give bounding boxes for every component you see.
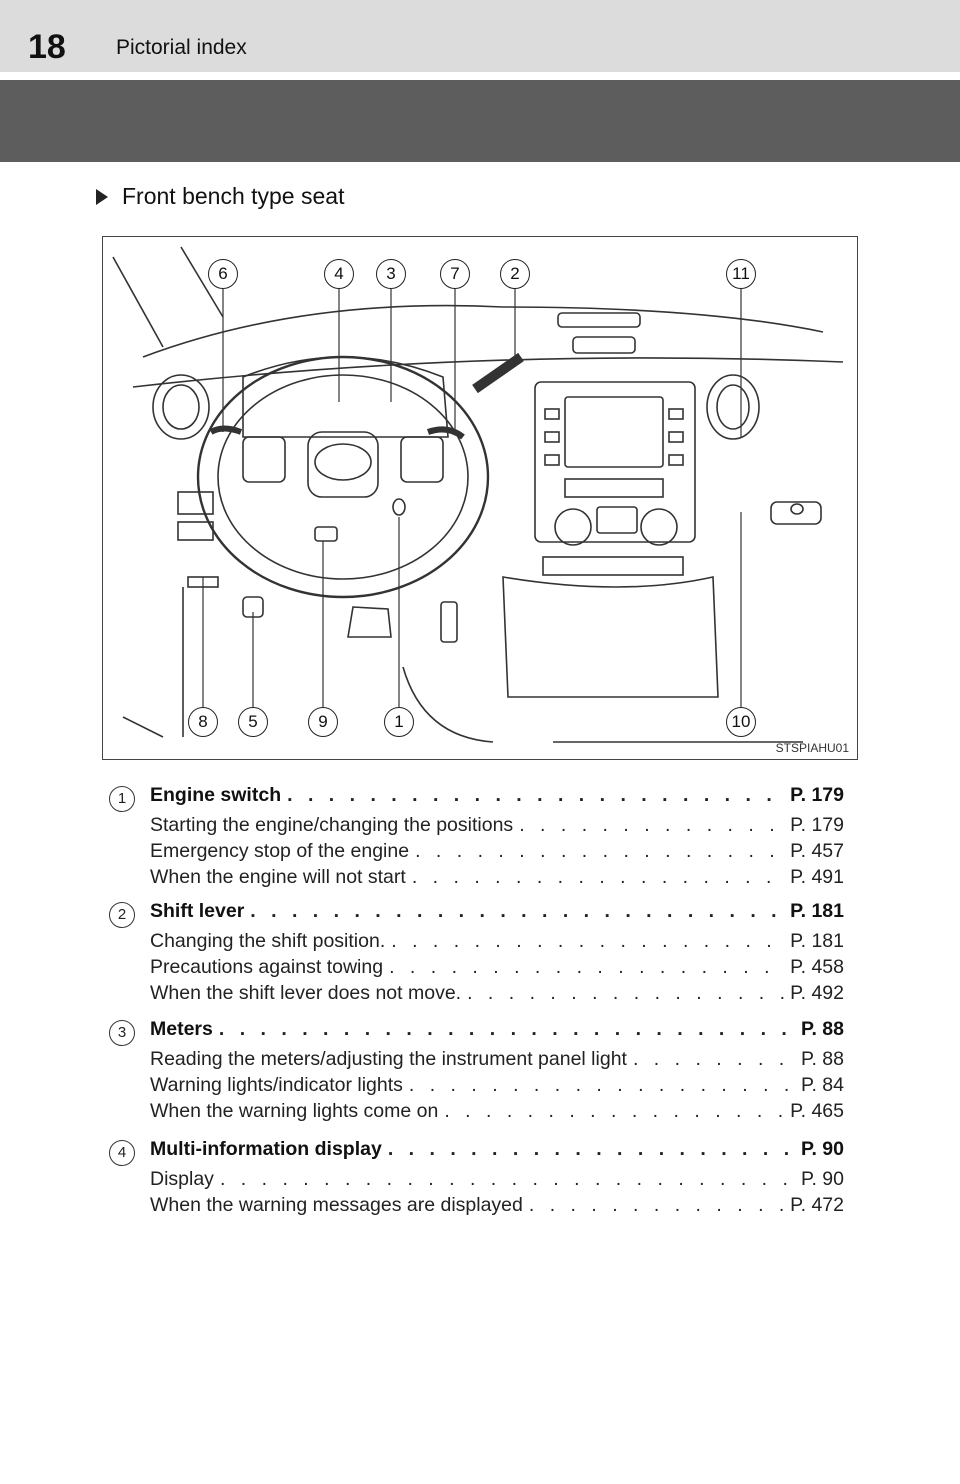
sub-page: P. 472 (790, 1194, 844, 1216)
callout-8: 8 (188, 707, 218, 737)
leader-dots: . . . . . . . . . . . . . . . . . . . . … (389, 956, 784, 978)
leader-dots: . . . . . . . . . . . . . . . . . . . . … (219, 1168, 795, 1190)
callout-1: 1 (384, 707, 414, 737)
header-strip (0, 0, 960, 72)
triangle-bullet-icon (96, 188, 108, 205)
leader-dots: . . . . . . . . . . . . . . . . . . . . … (467, 982, 784, 1004)
sub-text: Emergency stop of the engine (150, 840, 410, 862)
leader-dots: . . . . . . . . . . . . . . . . . . . . … (632, 1048, 795, 1070)
leader-dots: . . . . . . . . . . . . . . . . . . . . … (411, 866, 784, 888)
sub-text: When the warning lights come on (150, 1100, 439, 1122)
sub-text: Precautions against towing (150, 956, 384, 978)
callout-5: 5 (238, 707, 268, 737)
callout-10: 10 (726, 707, 756, 737)
header-band (0, 80, 960, 162)
sub-page: P. 492 (790, 982, 844, 1004)
sub-text: When the shift lever does not move. (150, 982, 462, 1004)
callout-7: 7 (440, 259, 470, 289)
entry-title: Engine switch (150, 784, 282, 806)
leader-dots: . . . . . . . . . . . . . . . . . . . . … (218, 1018, 795, 1040)
leader-dots: . . . . . . . . . . . . . . . . . . . . … (444, 1100, 784, 1122)
leader-dots: . . . . . . . . . . . . . . . . . . . . … (415, 840, 784, 862)
sub-text: Reading the meters/adjusting the instrum… (150, 1048, 627, 1070)
sub-line[interactable]: Precautions against towing . . . . . . .… (150, 956, 844, 983)
entry-page: P. 179 (790, 784, 844, 806)
callout-3: 3 (376, 259, 406, 289)
leader-dots: . . . . . . . . . . . . . . . . . . . . … (250, 900, 784, 922)
figure-code: STSPIAHU01 (775, 741, 849, 755)
sub-line[interactable]: When the warning lights come on . . . . … (150, 1100, 844, 1127)
entry-page: P. 90 (800, 1138, 844, 1160)
entry-number: 4 (109, 1140, 135, 1166)
entry-page: P. 181 (790, 900, 844, 922)
dashboard-illustration: 6 4 3 7 2 11 8 5 9 1 10 STSPIAHU01 (102, 236, 858, 760)
section-title-text: Front bench type seat (122, 183, 345, 209)
entry-title: Meters (150, 1018, 213, 1040)
dashboard-drawing (112, 246, 844, 743)
sub-text: When the warning messages are displayed (150, 1194, 523, 1216)
callout-6: 6 (208, 259, 238, 289)
leader-dots: . . . . . . . . . . . . . . . . . . . . … (408, 1074, 795, 1096)
entry-title: Shift lever (150, 900, 245, 922)
sub-page: P. 457 (790, 840, 844, 862)
entry-number: 2 (109, 902, 135, 928)
sub-line[interactable]: Display . . . . . . . . . . . . . . . . … (150, 1168, 844, 1195)
sub-page: P. 458 (790, 956, 844, 978)
leader-dots: . . . . . . . . . . . . . . . . . . . . … (287, 784, 784, 806)
page-number: 18 (28, 28, 66, 66)
leader-dots: . . . . . . . . . . . . . . . . . . . . … (387, 1138, 795, 1160)
sub-text: Starting the engine/changing the positio… (150, 814, 514, 836)
sub-page: P. 181 (790, 930, 844, 952)
sub-page: P. 84 (800, 1074, 844, 1096)
sub-line[interactable]: Warning lights/indicator lights . . . . … (150, 1074, 844, 1101)
entry-number: 1 (109, 786, 135, 812)
sub-text: When the engine will not start (150, 866, 406, 888)
sub-page: P. 88 (800, 1048, 844, 1070)
sub-line[interactable]: When the engine will not start . . . . .… (150, 866, 844, 893)
callout-9: 9 (308, 707, 338, 737)
leader-dots: . . . . . . . . . . . . . . . . . . . . … (391, 930, 784, 952)
sub-line[interactable]: When the warning messages are displayed … (150, 1194, 844, 1221)
sub-text: Changing the shift position. (150, 930, 386, 952)
entry-title-line[interactable]: Meters . . . . . . . . . . . . . . . . .… (150, 1018, 844, 1045)
sub-page: P. 179 (790, 814, 844, 836)
sub-page: P. 90 (800, 1168, 844, 1190)
entry-title-line[interactable]: Engine switch . . . . . . . . . . . . . … (150, 784, 844, 811)
callout-11: 11 (726, 259, 756, 289)
sub-line[interactable]: Changing the shift position. . . . . . .… (150, 930, 844, 957)
sub-line[interactable]: Reading the meters/adjusting the instrum… (150, 1048, 844, 1075)
page-header-title: Pictorial index (116, 36, 247, 59)
entry-title-line[interactable]: Multi-information display . . . . . . . … (150, 1138, 844, 1165)
callout-2: 2 (500, 259, 530, 289)
leader-dots: . . . . . . . . . . . . . . . . . . . . … (528, 1194, 784, 1216)
entry-page: P. 88 (800, 1018, 844, 1040)
entry-title-line[interactable]: Shift lever . . . . . . . . . . . . . . … (150, 900, 844, 927)
section-title: Front bench type seat (96, 183, 344, 210)
callout-4: 4 (324, 259, 354, 289)
sub-text: Display (150, 1168, 214, 1190)
sub-page: P. 465 (790, 1100, 844, 1122)
entry-number: 3 (109, 1020, 135, 1046)
sub-page: P. 491 (790, 866, 844, 888)
sub-line[interactable]: When the shift lever does not move. . . … (150, 982, 844, 1009)
sub-line[interactable]: Starting the engine/changing the positio… (150, 814, 844, 841)
leader-dots: . . . . . . . . . . . . . . . . . . . . … (519, 814, 784, 836)
entry-title: Multi-information display (150, 1138, 382, 1160)
sub-line[interactable]: Emergency stop of the engine . . . . . .… (150, 840, 844, 867)
sub-text: Warning lights/indicator lights (150, 1074, 403, 1096)
